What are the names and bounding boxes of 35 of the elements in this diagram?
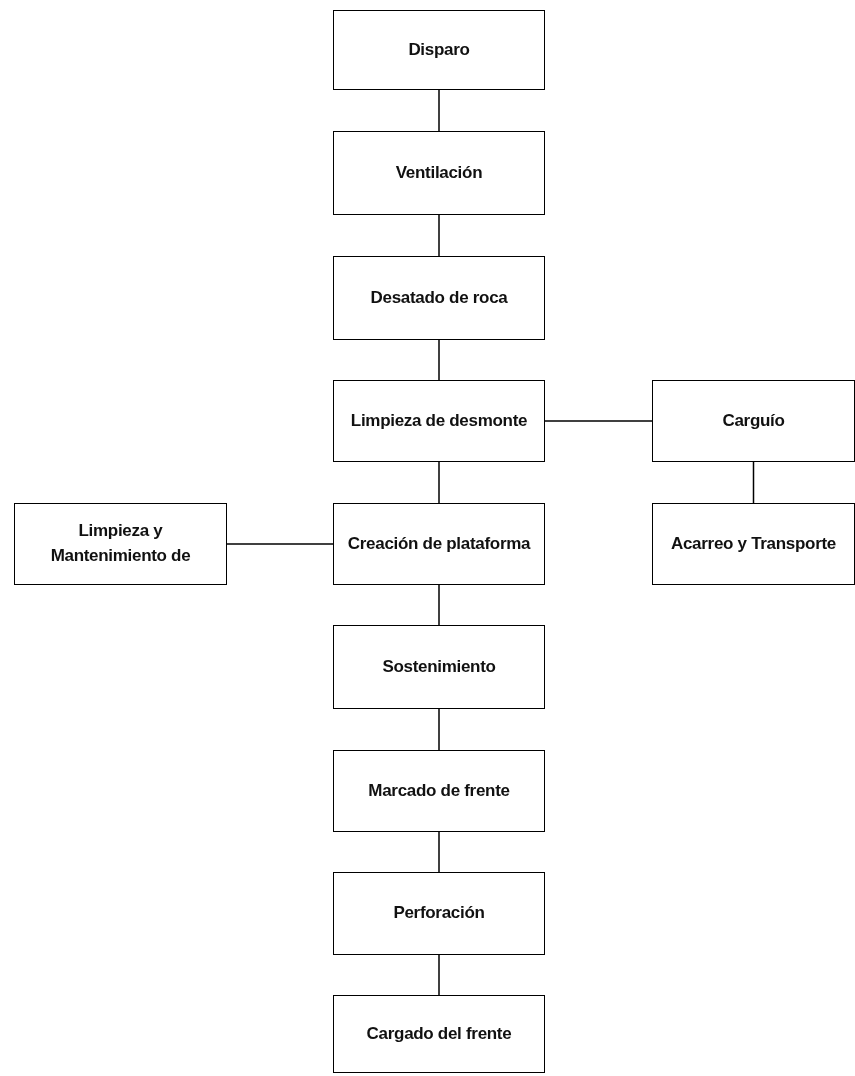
process-box — [14, 503, 227, 585]
process-label: Marcado de frente — [368, 779, 510, 802]
process-label: Carguío — [722, 409, 785, 432]
connector-line — [438, 831, 440, 873]
process-label: Perforación — [393, 902, 485, 925]
connector-line — [438, 214, 440, 257]
process-box — [333, 625, 545, 709]
connector-line — [438, 708, 440, 751]
process-label: Disparo — [408, 38, 470, 61]
process-label: Limpieza de desmonte — [350, 409, 528, 432]
process-label: Creación de plataforma — [347, 532, 531, 555]
process-label: Desatado de roca — [370, 286, 508, 309]
process-label: Limpieza y Mantenimiento de — [49, 520, 192, 567]
process-box — [333, 380, 545, 462]
process-box — [333, 503, 545, 585]
process-box — [333, 750, 545, 832]
connector-line — [438, 584, 440, 626]
process-box — [333, 256, 545, 340]
connector-line — [226, 543, 334, 545]
process-box — [652, 380, 855, 462]
process-label: Ventilación — [395, 161, 483, 184]
process-box — [333, 995, 545, 1073]
process-box — [333, 10, 545, 90]
connector-line — [544, 420, 653, 422]
connector-line — [438, 89, 440, 132]
process-label: Acarreo y Transporte — [671, 532, 836, 555]
connector-line — [438, 461, 440, 504]
process-box — [652, 503, 855, 585]
connector-line — [752, 461, 755, 504]
process-box — [333, 872, 545, 955]
process-label: Cargado del frente — [366, 1022, 512, 1045]
connector-line — [438, 954, 440, 996]
connector-line — [438, 339, 440, 381]
process-label: Sostenimiento — [382, 655, 496, 678]
process-box — [333, 131, 545, 215]
